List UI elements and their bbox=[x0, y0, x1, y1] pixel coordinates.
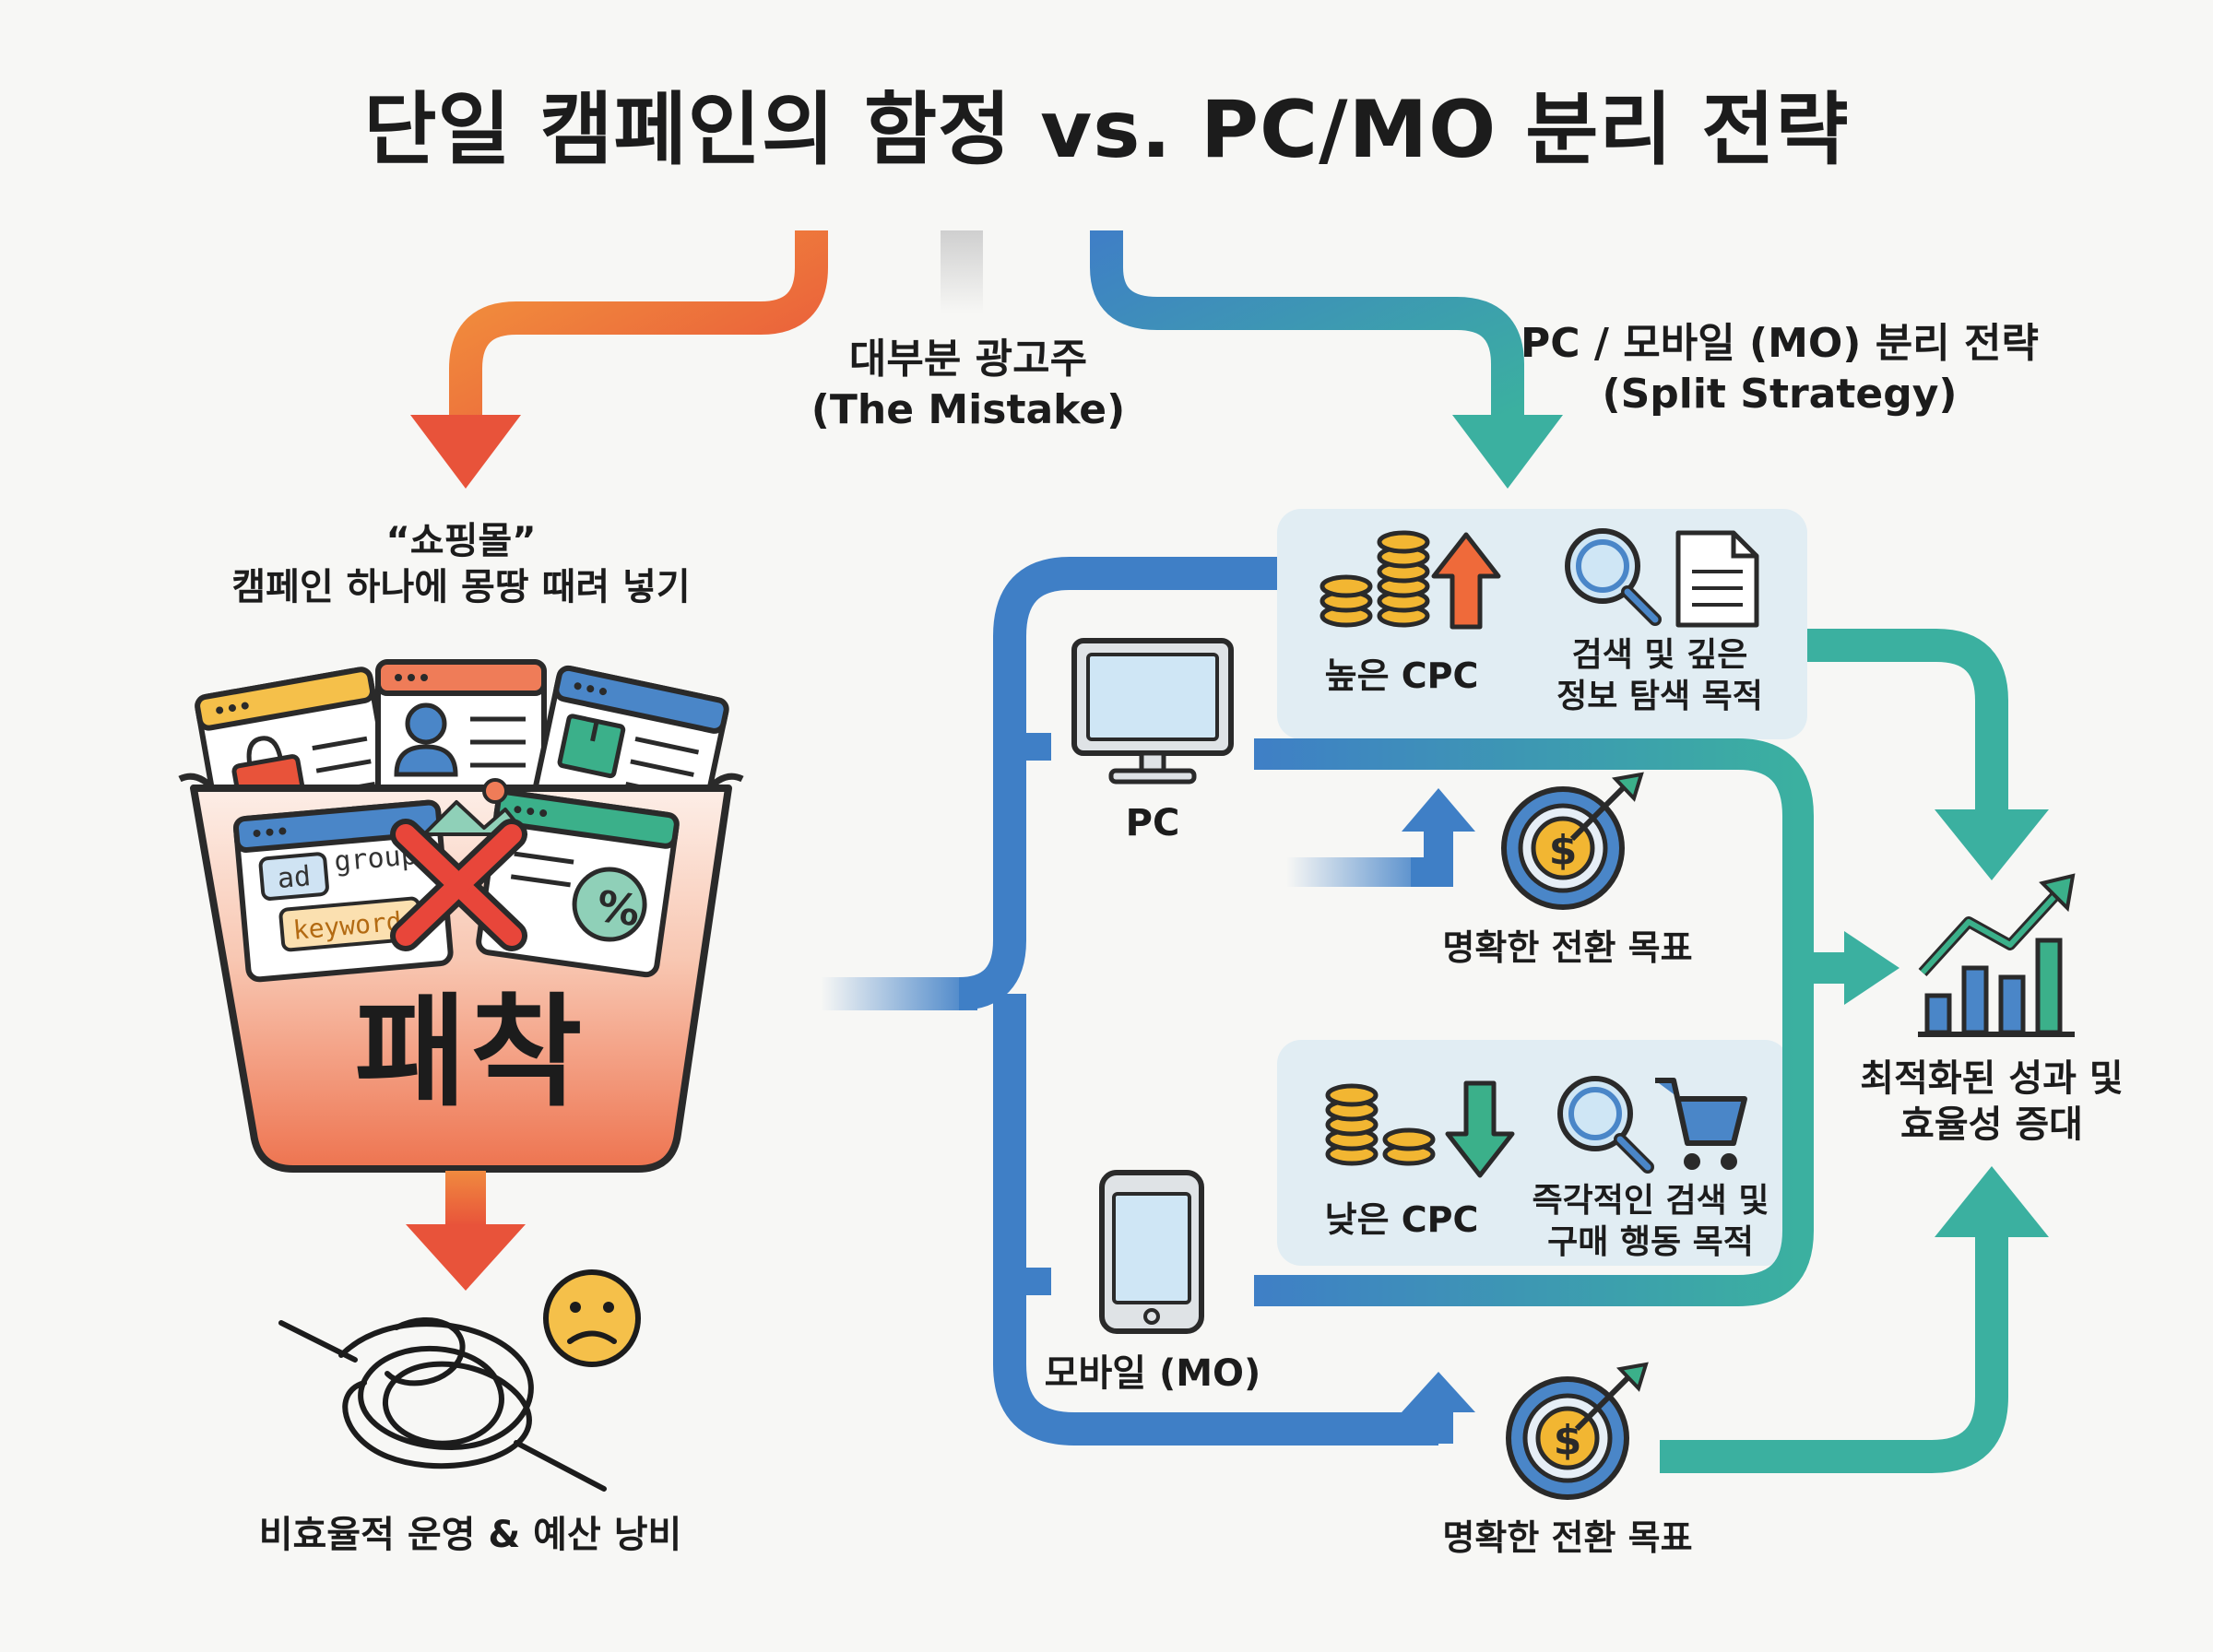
pc-to-outcome-arrow bbox=[1807, 629, 2049, 880]
split-branch-arrow bbox=[1090, 230, 1563, 489]
input-line bbox=[821, 977, 977, 1010]
magnifier-icon bbox=[1557, 1076, 1654, 1174]
mistake-branch-arrow bbox=[410, 230, 828, 489]
fork-to-pc bbox=[958, 557, 1277, 1010]
page-title: 단일 캠페인의 함정 vs. PC/MO 분리 전략 bbox=[363, 84, 1850, 176]
pc-goal-label: 명확한 전환 목표 bbox=[1442, 927, 1693, 968]
pc-cpc-label: 높은 CPC bbox=[1324, 655, 1479, 696]
svg-text:$: $ bbox=[1549, 827, 1578, 874]
magnifier-icon bbox=[1565, 528, 1662, 626]
target-dollar-icon: $ bbox=[1506, 1362, 1649, 1500]
bucket-down-arrow bbox=[406, 1171, 526, 1291]
pc-loop bbox=[1254, 738, 1814, 1306]
monitor-icon bbox=[1071, 638, 1234, 785]
mistake-label: 대부분 광고주 (The Mistake) bbox=[756, 334, 1180, 435]
pc-intent-line1: 검색 및 깊은 bbox=[1571, 636, 1748, 674]
mid-outcome-arrowhead bbox=[1844, 931, 1899, 1005]
split-label: PC / 모바일 (MO) 분리 전략 (Split Strategy) bbox=[1475, 318, 2084, 419]
user-card-icon bbox=[394, 702, 458, 777]
mo-goal-arrow bbox=[1402, 1372, 1475, 1444]
mistake-result: 비효율적 운영 & 예산 낭비 bbox=[258, 1514, 682, 1556]
mo-intent-line2: 구매 행동 목적 bbox=[1547, 1223, 1754, 1261]
pc-intent-line2: 정보 탐색 목적 bbox=[1556, 678, 1763, 715]
pc-device-label: PC bbox=[1125, 802, 1180, 844]
pc-intent-label: 검색 및 깊은 정보 탐색 목적 bbox=[1531, 634, 1789, 717]
sad-face-icon bbox=[543, 1269, 641, 1367]
outcome-line2: 효율성 증대 bbox=[1900, 1103, 2083, 1146]
mo-cpc-label: 낮은 CPC bbox=[1324, 1199, 1479, 1240]
outcome-line1: 최적화된 성과 및 bbox=[1860, 1057, 2124, 1100]
down-arrow-icon bbox=[1445, 1080, 1515, 1178]
fork-to-mo bbox=[993, 994, 1438, 1446]
smartphone-icon bbox=[1099, 1170, 1204, 1334]
mistake-quote-line1: “쇼핑몰” bbox=[385, 520, 537, 562]
box-icon bbox=[557, 714, 626, 779]
mo-device-label: 모바일 (MO) bbox=[1044, 1352, 1261, 1395]
ad-card-discount bbox=[476, 789, 680, 978]
bucket-label: 패착 bbox=[354, 982, 586, 1124]
ad-card-profile bbox=[375, 659, 547, 826]
split-label-line2: (Split Strategy) bbox=[1602, 371, 1958, 418]
pc-goal-arrow bbox=[1286, 788, 1475, 887]
tangle-icon bbox=[278, 1317, 607, 1492]
campaign-bucket: ad group keyword % bbox=[178, 659, 744, 1173]
target-dollar-icon: $ bbox=[1501, 772, 1644, 910]
mo-info-panel bbox=[1277, 1040, 1789, 1266]
mo-goal-label: 명확한 전환 목표 bbox=[1442, 1517, 1693, 1558]
svg-text:$: $ bbox=[1554, 1417, 1582, 1464]
mo-to-outcome-arrow bbox=[1660, 1166, 2049, 1473]
mistake-label-line1: 대부분 광고주 bbox=[848, 336, 1088, 383]
outcome-label: 최적화된 성과 및 효율성 증대 bbox=[1835, 1056, 2148, 1148]
growth-chart-icon bbox=[1918, 873, 2076, 1037]
mistake-quote-line2: 캠페인 하나에 몽땅 때려 넣기 bbox=[231, 566, 691, 608]
mistake-quote: “쇼핑몰” 캠페인 하나에 몽땅 때려 넣기 bbox=[166, 518, 756, 610]
mo-intent-label: 즉각적인 검색 및 구매 행동 목적 bbox=[1503, 1180, 1798, 1263]
mo-intent-line1: 즉각적인 검색 및 bbox=[1532, 1182, 1769, 1220]
center-divider bbox=[941, 230, 983, 313]
cart-icon bbox=[1655, 1078, 1747, 1170]
up-arrow-icon bbox=[1431, 532, 1501, 630]
mistake-label-line2: (The Mistake) bbox=[811, 386, 1126, 433]
coins-icon bbox=[1320, 530, 1430, 628]
red-x-icon bbox=[390, 819, 527, 951]
fork-mid-stub bbox=[996, 994, 1051, 1295]
card-word-percent: % bbox=[594, 880, 643, 936]
split-label-line1: PC / 모바일 (MO) 분리 전략 bbox=[1521, 320, 2039, 367]
document-icon bbox=[1675, 530, 1759, 628]
coins-icon bbox=[1325, 1083, 1436, 1166]
card-word-ad: ad bbox=[276, 860, 312, 895]
